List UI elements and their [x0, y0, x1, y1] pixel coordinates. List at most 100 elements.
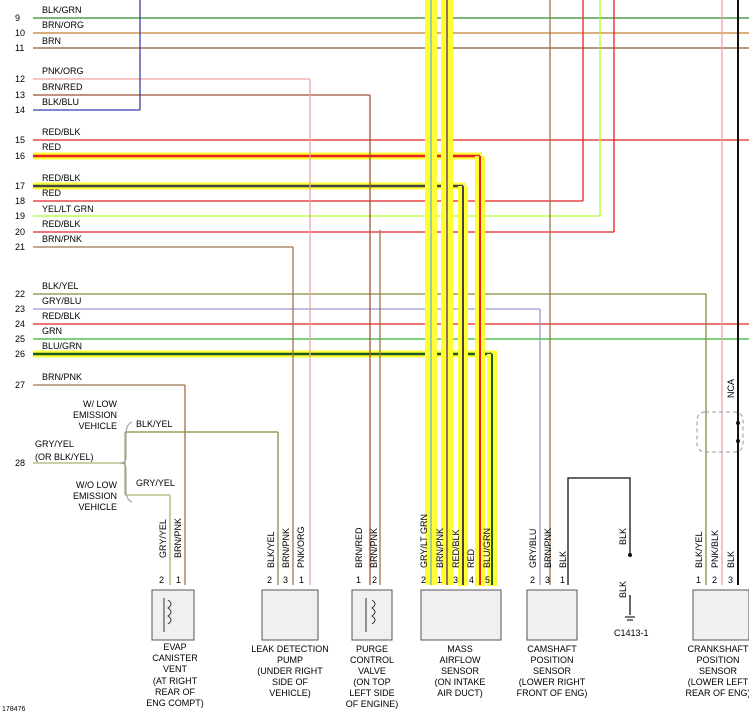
pin-num: 15: [15, 135, 25, 145]
svg-text:BLU/GRN: BLU/GRN: [482, 528, 492, 568]
svg-text:2: 2: [267, 575, 272, 585]
svg-text:3: 3: [545, 575, 550, 585]
component-boxes: [151, 589, 749, 641]
svg-text:EVAP: EVAP: [163, 642, 186, 652]
svg-text:CRANKSHAFT: CRANKSHAFT: [687, 644, 749, 654]
svg-text:2: 2: [712, 575, 717, 585]
svg-text:SIDE OF: SIDE OF: [272, 677, 309, 687]
svg-text:BLK/YEL: BLK/YEL: [266, 531, 276, 568]
svg-text:3: 3: [453, 575, 458, 585]
pin-num: 13: [15, 90, 25, 100]
wire-label: RED/BLK: [42, 127, 81, 137]
wire-label: BLK/BLU: [42, 97, 79, 107]
pin-num: 25: [15, 334, 25, 344]
pin-num: 20: [15, 227, 25, 237]
connector-pin-numbers: 2 1 2 3 1 1 2 2 1 3 4 5 2 3 1 1 2 3: [159, 575, 733, 585]
cam-sensor-box: [526, 589, 578, 641]
wire-label: GRN: [42, 326, 62, 336]
pin-num: 22: [15, 289, 25, 299]
wire-label: BRN/PNK: [42, 372, 82, 382]
svg-text:EMISSION: EMISSION: [73, 410, 117, 420]
svg-text:2: 2: [372, 575, 377, 585]
wire-label: RED/BLK: [42, 173, 81, 183]
svg-text:REAR OF ENG): REAR OF ENG): [685, 688, 749, 698]
wire-label: RED/BLK: [42, 219, 81, 229]
wire-label: YEL/LT GRN: [42, 204, 94, 214]
pin-num: 27: [15, 380, 25, 390]
svg-text:RED/BLK: RED/BLK: [451, 529, 461, 568]
svg-text:CONTROL: CONTROL: [350, 655, 394, 665]
svg-text:OF ENGINE): OF ENGINE): [346, 699, 399, 709]
horizontal-wires: [33, 17, 749, 464]
svg-text:(LOWER LEFT: (LOWER LEFT: [688, 677, 749, 687]
svg-text:W/ LOW: W/ LOW: [83, 399, 118, 409]
svg-text:1: 1: [696, 575, 701, 585]
pin-num: 16: [15, 151, 25, 161]
svg-text:2: 2: [530, 575, 535, 585]
svg-text:AIRFLOW: AIRFLOW: [439, 655, 481, 665]
svg-text:GRY/BLU: GRY/BLU: [528, 529, 538, 568]
pin-num: 14: [15, 105, 25, 115]
crank-shield: [696, 411, 744, 453]
svg-text:LEAK DETECTION: LEAK DETECTION: [251, 644, 329, 654]
wire-label: GRY/YEL: [35, 439, 74, 449]
pin28-alt-label: (OR BLK/YEL): [35, 452, 94, 462]
svg-text:CAMSHAFT: CAMSHAFT: [527, 644, 577, 654]
emission-notes: W/ LOW EMISSION VEHICLE W/O LOW EMISSION…: [73, 399, 175, 512]
wire-label: RED: [42, 188, 62, 198]
pin-num: 23: [15, 304, 25, 314]
svg-text:BRN/PNK: BRN/PNK: [173, 518, 183, 558]
svg-text:4: 4: [469, 575, 474, 585]
svg-text:PURGE: PURGE: [356, 644, 388, 654]
svg-text:GRY/YEL: GRY/YEL: [136, 478, 175, 488]
pin-num: 11: [15, 43, 24, 53]
component-captions: EVAP CANISTER VENT (AT RIGHT REAR OF ENG…: [146, 642, 749, 709]
svg-text:CANISTER: CANISTER: [152, 653, 198, 663]
svg-text:3: 3: [283, 575, 288, 585]
pin-num: 24: [15, 319, 25, 329]
vertical-wires: [124, 0, 739, 621]
wire-label: RED/BLK: [42, 311, 81, 321]
wire-label: GRY/BLU: [42, 296, 81, 306]
svg-text:GRY/YEL: GRY/YEL: [158, 519, 168, 558]
figure-id: 178476: [2, 706, 25, 713]
svg-text:POSITION: POSITION: [696, 655, 739, 665]
pin-num: 12: [15, 74, 25, 84]
svg-text:PNK/ORG: PNK/ORG: [296, 526, 306, 568]
leak-pump-box: [261, 589, 319, 641]
svg-text:GRY/LT GRN: GRY/LT GRN: [419, 514, 429, 568]
svg-text:(UNDER RIGHT: (UNDER RIGHT: [257, 666, 323, 676]
wire-label: PNK/ORG: [42, 66, 84, 76]
svg-text:(ON INTAKE: (ON INTAKE: [435, 677, 486, 687]
wire-label: BLK/GRN: [42, 5, 82, 15]
wire-label: RED: [42, 142, 62, 152]
svg-text:AIR DUCT): AIR DUCT): [437, 688, 483, 698]
svg-text:BLK: BLK: [618, 581, 628, 598]
svg-text:BRN/PNK: BRN/PNK: [435, 528, 445, 568]
svg-text:FRONT OF ENG): FRONT OF ENG): [517, 688, 588, 698]
svg-text:BRN/PNK: BRN/PNK: [281, 528, 291, 568]
svg-text:PUMP: PUMP: [277, 655, 303, 665]
svg-text:BLK: BLK: [618, 528, 628, 545]
solenoid-icon: [167, 599, 172, 625]
svg-text:VEHICLE): VEHICLE): [269, 688, 311, 698]
svg-text:NCA: NCA: [726, 379, 736, 398]
svg-text:POSITION: POSITION: [530, 655, 573, 665]
wire-label: BLU/GRN: [42, 341, 82, 351]
pin-num: 21: [15, 242, 25, 252]
svg-text:REAR OF: REAR OF: [155, 687, 196, 697]
svg-text:SENSOR: SENSOR: [441, 666, 480, 676]
purge-valve-box: [351, 589, 393, 641]
svg-text:VENT: VENT: [163, 664, 188, 674]
svg-text:ENG COMPT): ENG COMPT): [146, 698, 204, 708]
wire-label: BRN/RED: [42, 82, 83, 92]
svg-text:W/O LOW: W/O LOW: [76, 480, 118, 490]
pin-num: 10: [15, 28, 25, 38]
svg-text:SENSOR: SENSOR: [699, 666, 738, 676]
vertical-wire-labels: GRY/YEL BRN/PNK BLK/YEL BRN/PNK PNK/ORG …: [158, 379, 736, 598]
svg-text:(ON TOP: (ON TOP: [353, 677, 390, 687]
pin-num: 9: [15, 13, 20, 23]
svg-text:2: 2: [421, 575, 426, 585]
solenoid-icon: [371, 599, 376, 625]
